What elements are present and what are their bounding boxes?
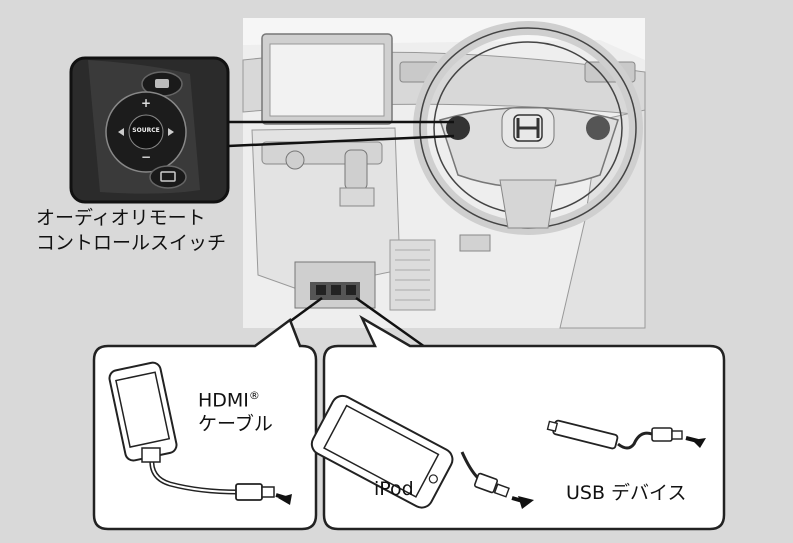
usb-device-label: USB デバイス xyxy=(566,482,687,504)
remote-switch-label-line2: コントロールスイッチ xyxy=(36,232,227,254)
hdmi-label-line1: HDMI xyxy=(198,389,249,412)
volume-down-label: − xyxy=(141,150,152,164)
source-button-label: SOURCE xyxy=(132,127,160,134)
hdmi-label-line2: ケーブル xyxy=(198,413,273,436)
ipod-label: iPod xyxy=(374,478,414,500)
registered-mark: ® xyxy=(248,389,260,402)
remote-switch-label-line1: オーディオリモート xyxy=(36,207,206,229)
volume-up-label: + xyxy=(141,96,152,110)
remote-switch-label: オーディオリモート コントロールスイッチ xyxy=(36,206,226,256)
hdmi-cable-label: HDMI® ケーブル xyxy=(198,384,273,436)
